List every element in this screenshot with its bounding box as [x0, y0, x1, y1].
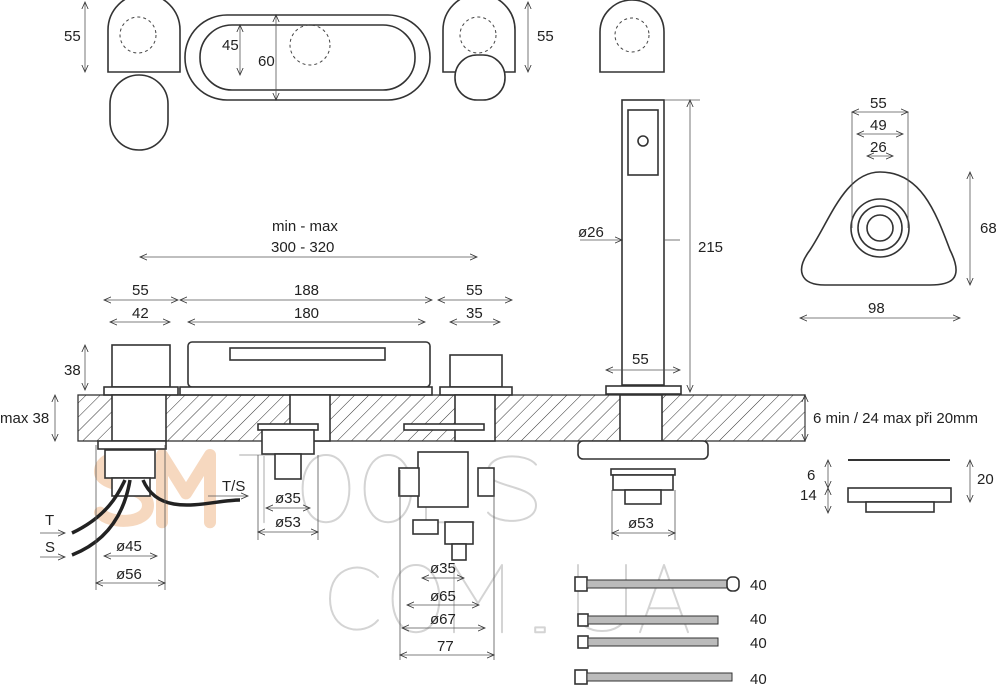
watermark-glyph — [488, 456, 536, 521]
watermark-glyph — [454, 565, 502, 632]
left-handle-outer: 55 — [132, 282, 149, 299]
spout-inner-dim: 45 — [222, 37, 239, 54]
watermark-glyph — [303, 455, 350, 522]
hose-1-length: 40 — [750, 577, 767, 594]
right-handle-inner: 35 — [466, 305, 483, 322]
base-dim-49: 49 — [870, 117, 887, 134]
triangle-base-view: 55 49 26 68 98 — [800, 95, 997, 318]
spout-dims: 188 180 — [180, 282, 432, 322]
spout-outer: 188 — [294, 282, 319, 299]
diverter-underside: ø35 ø65 ø67 77 — [398, 423, 495, 660]
shower-height: 215 — [698, 239, 723, 256]
hose-3: 40 — [577, 635, 767, 652]
diverter-width: 77 — [437, 638, 454, 655]
hoses: 40 40 40 40 — [574, 576, 767, 688]
top-view-spout: 45 60 — [184, 15, 431, 101]
base-dim-55: 55 — [870, 95, 887, 112]
base-width: 98 — [868, 300, 885, 317]
right-handle-height: 55 — [537, 28, 554, 45]
spout-outer-dim: 60 — [258, 53, 275, 70]
left-handle-height: 55 — [64, 28, 81, 45]
spout-base — [179, 386, 433, 396]
spout-inner: 180 — [294, 305, 319, 322]
hose-4-length: 40 — [750, 671, 767, 688]
watermark-glyph — [640, 565, 688, 632]
base-height: 68 — [980, 220, 997, 237]
left-handle-underside: T S T/S ø45 ø56 — [40, 440, 248, 590]
hose-2: 40 — [577, 611, 767, 628]
detail-20: 20 — [977, 471, 994, 488]
left-handle-body — [111, 344, 171, 388]
shower-diameter: ø26 — [578, 224, 604, 241]
base-dim-26: 26 — [870, 139, 887, 156]
hose-4: 40 — [574, 669, 767, 688]
right-handle-body — [449, 354, 503, 388]
shower-base-width: 55 — [632, 351, 649, 368]
left-handle-inner: 42 — [132, 305, 149, 322]
hose-2-length: 40 — [750, 611, 767, 628]
left-handle-dims: 55 42 38 — [64, 282, 178, 390]
label-t: T — [45, 512, 54, 529]
hose-1: 40 — [574, 576, 767, 594]
shower-d53: ø53 — [628, 515, 654, 532]
label-ts: T/S — [222, 478, 245, 495]
top-view-knob — [599, 0, 665, 73]
right-handle-outer: 55 — [466, 282, 483, 299]
deck-max-label: max 38 — [0, 410, 49, 427]
spacing-value: 300 - 320 — [271, 239, 334, 256]
left-d45: ø45 — [116, 538, 142, 555]
diverter-d67: ø67 — [430, 611, 456, 628]
deck-section: max 38 6 min / 24 max při 20mm — [0, 394, 978, 442]
right-handle-base — [439, 386, 513, 396]
spout-d53: ø53 — [275, 514, 301, 531]
watermark-glyph — [535, 627, 545, 632]
diverter-d65: ø65 — [430, 588, 456, 605]
right-handle-dims: 55 35 — [438, 282, 512, 322]
detail-6: 6 — [807, 467, 815, 484]
left-handle-height-38: 38 — [64, 362, 81, 379]
spout-outlet — [229, 347, 386, 361]
spacing-label: min - max — [272, 218, 338, 235]
diverter-d35: ø35 — [430, 560, 456, 577]
spout-d35: ø35 — [275, 490, 301, 507]
base-side-detail: 6 14 20 — [800, 459, 994, 513]
top-view-right-handle: 55 — [442, 0, 554, 101]
detail-14: 14 — [800, 487, 817, 504]
deck-thickness-label: 6 min / 24 max při 20mm — [813, 410, 978, 427]
shower-underside: ø53 — [577, 440, 709, 540]
top-view-left-handle: 55 — [64, 0, 181, 151]
hose-3-length: 40 — [750, 635, 767, 652]
watermark-glyph — [330, 568, 378, 630]
left-d56: ø56 — [116, 566, 142, 583]
watermark — [100, 455, 688, 632]
watermark-glyph — [162, 455, 210, 522]
label-s: S — [45, 539, 55, 556]
left-handle-base — [103, 386, 179, 396]
hand-shower: ø26 215 55 — [578, 99, 723, 395]
spout-underside: ø35 ø53 — [257, 423, 319, 540]
